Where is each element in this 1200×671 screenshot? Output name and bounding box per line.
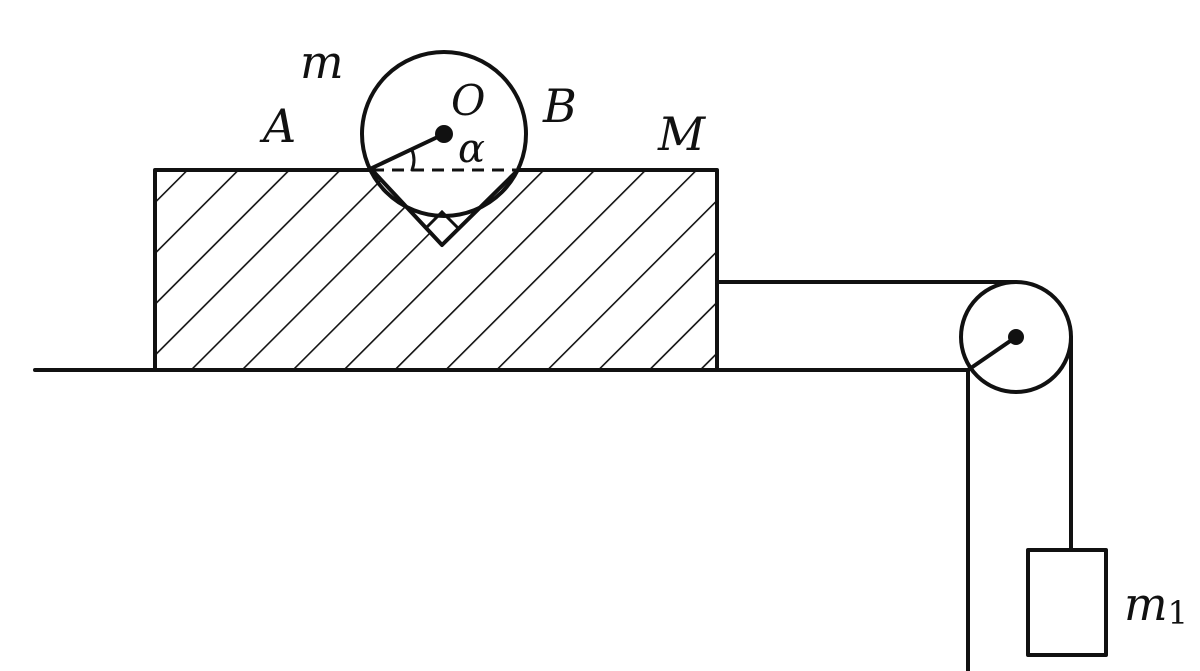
pulley: [959, 280, 1073, 394]
block-m: [153, 168, 719, 372]
label-block-mass: M: [657, 107, 707, 161]
pulley-bracket: [966, 335, 1018, 372]
hanging-mass-box: [1026, 548, 1108, 657]
label-hanging-mass-subscript: 1: [1168, 594, 1188, 632]
label-point-b: B: [542, 79, 577, 133]
label-center-o: O: [451, 76, 485, 125]
label-hanging-mass-base: m: [1124, 577, 1168, 631]
angle-arc-mark: [410, 148, 416, 172]
label-point-a: A: [259, 99, 296, 153]
sphere-outline: [360, 50, 528, 218]
pulley-axle: [1008, 329, 1024, 345]
right-angle-marker: [424, 209, 460, 230]
sphere-center-dot: [435, 125, 453, 143]
label-angle: α: [458, 126, 485, 172]
label-sphere-mass: m: [300, 35, 344, 89]
sphere-m: [360, 50, 528, 218]
block-hatch-fill: [155, 170, 717, 370]
block-outline: [153, 168, 719, 372]
label-hanging-mass: m1: [1124, 577, 1188, 632]
sphere-radius: [370, 132, 446, 170]
